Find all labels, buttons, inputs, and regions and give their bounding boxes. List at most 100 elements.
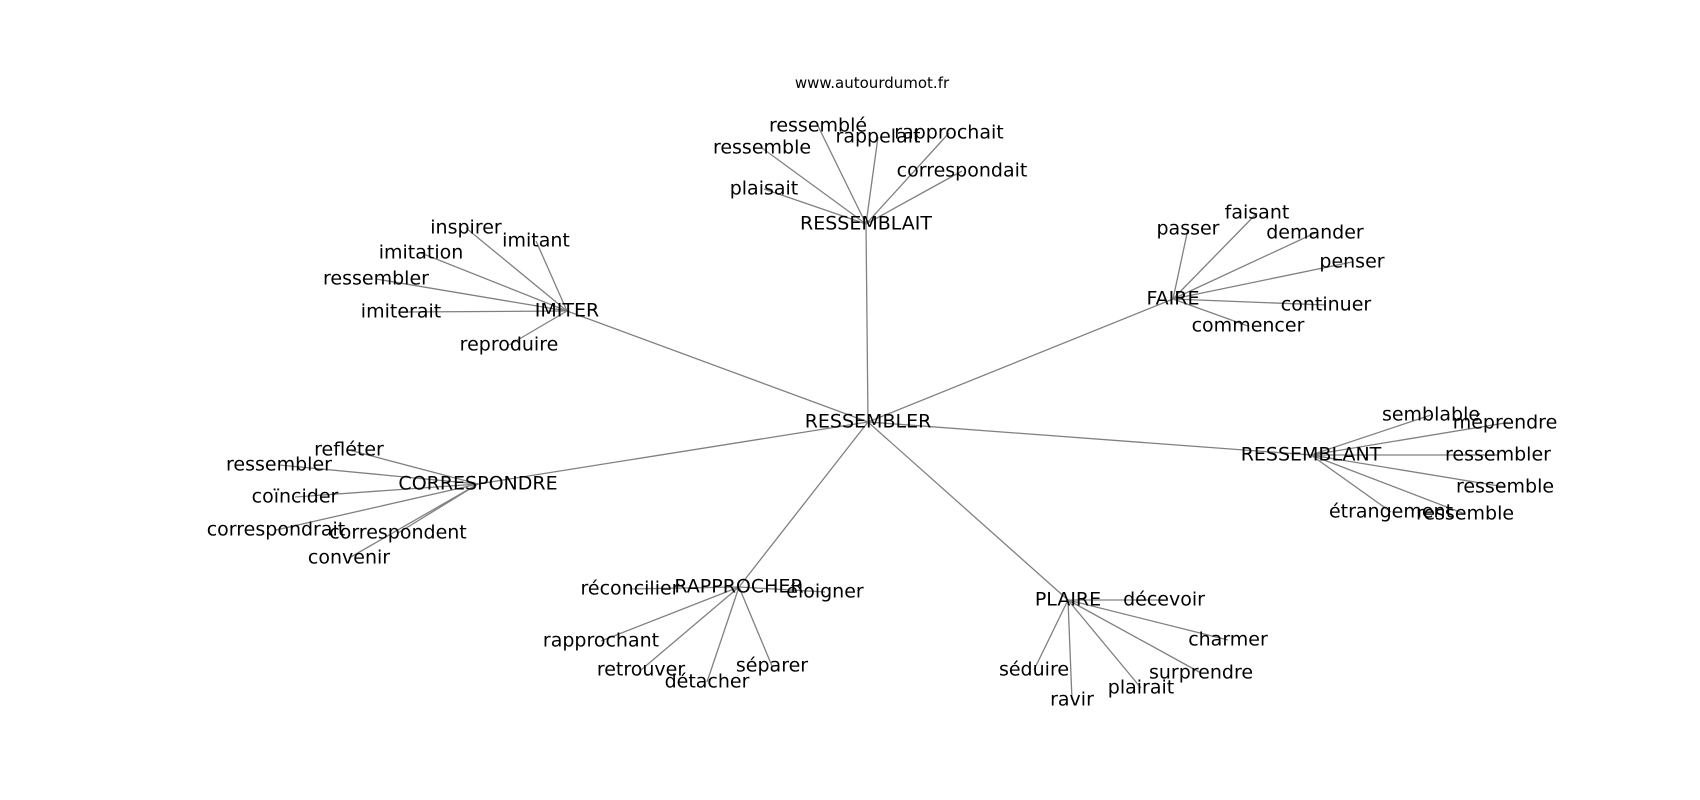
edge-hub-to-leaf bbox=[865, 132, 950, 225]
edge-hub-to-leaf bbox=[738, 586, 826, 593]
edge-hub-to-leaf bbox=[865, 170, 963, 225]
leaf-node-label: ressembler bbox=[1445, 444, 1551, 466]
edge-hub-to-leaf bbox=[1067, 599, 1142, 689]
leaf-node-label: charmer bbox=[1188, 629, 1268, 651]
edge-hub-to-leaf bbox=[1310, 454, 1466, 515]
leaf-node-label: semblable bbox=[1382, 404, 1480, 426]
source-label: www.autourdumot.fr bbox=[795, 74, 950, 92]
edge-hub-to-leaf bbox=[1172, 261, 1353, 300]
leaf-node-label: rapprochant bbox=[543, 630, 659, 652]
leaf-node-label: méprendre bbox=[1453, 412, 1558, 434]
edge-hub-to-leaf bbox=[420, 252, 568, 312]
edge-hub-to-leaf bbox=[465, 227, 568, 312]
leaf-node-label: imitation bbox=[379, 242, 464, 264]
leaf-node-label: retrouver bbox=[597, 659, 686, 681]
edge-hub-to-leaf bbox=[348, 483, 479, 559]
leaf-node-label: refléter bbox=[314, 439, 384, 461]
edge-hub-to-leaf bbox=[1172, 212, 1258, 300]
edge-hub-to-leaf bbox=[400, 310, 568, 313]
edge-hub-to-leaf bbox=[275, 483, 479, 531]
edge-hub-to-leaf bbox=[761, 147, 867, 225]
leaf-node-label: demander bbox=[1266, 222, 1364, 244]
edge-hub-to-leaf bbox=[763, 188, 867, 225]
edge-root-to-hub bbox=[867, 421, 1312, 456]
graph-labels: RESSEMBLERRESSEMBLAITressemblérappelaitr… bbox=[207, 115, 1558, 711]
leaf-node-label: faisant bbox=[1225, 202, 1290, 224]
hub-node-label: FAIRE bbox=[1147, 288, 1200, 310]
edge-hub-to-leaf bbox=[1310, 454, 1506, 488]
edge-hub-to-leaf bbox=[706, 586, 740, 683]
hub-node-label: RESSEMBLAIT bbox=[800, 213, 932, 235]
edge-hub-to-leaf bbox=[1310, 414, 1432, 456]
leaf-node-label: coïncider bbox=[252, 486, 339, 508]
leaf-node-label: ressemblé bbox=[769, 115, 867, 137]
leaf-node-label: continuer bbox=[1281, 294, 1372, 316]
edge-hub-to-leaf bbox=[1067, 599, 1073, 701]
leaf-node-label: éloigner bbox=[786, 581, 864, 603]
leaf-node-label: plaisait bbox=[730, 178, 799, 200]
edge-hub-to-leaf bbox=[1172, 232, 1316, 300]
hub-node-label: RAPPROCHER bbox=[674, 576, 803, 598]
edge-hub-to-leaf bbox=[1172, 298, 1327, 306]
leaf-node-label: ressembler bbox=[226, 454, 332, 476]
hub-node-label: CORRESPONDRE bbox=[398, 473, 557, 495]
edge-hub-to-leaf bbox=[1172, 228, 1189, 300]
edge-hub-to-leaf bbox=[1310, 422, 1506, 456]
leaf-node-label: ressemble bbox=[1456, 476, 1554, 498]
leaf-node-label: étrangement bbox=[1329, 501, 1453, 523]
edge-hub-to-leaf bbox=[1310, 454, 1392, 513]
leaf-node-label: plairait bbox=[1108, 677, 1174, 699]
leaf-node-label: reproduire bbox=[460, 334, 559, 356]
leaf-node-label: rapprochait bbox=[894, 122, 1003, 144]
leaf-node-label: rappelait bbox=[836, 126, 921, 148]
edge-hub-to-leaf bbox=[1067, 599, 1202, 674]
edge-root-to-hub bbox=[867, 421, 1069, 601]
leaf-node-label: correspondrait bbox=[207, 519, 346, 541]
edge-hub-to-leaf bbox=[1067, 599, 1229, 641]
leaf-node-label: séduire bbox=[999, 659, 1069, 681]
edge-root-to-hub bbox=[738, 421, 869, 588]
hub-node-label: RESSEMBLANT bbox=[1241, 444, 1382, 466]
edge-hub-to-leaf bbox=[1172, 298, 1249, 327]
edge-hub-to-leaf bbox=[600, 586, 740, 642]
leaf-node-label: imiterait bbox=[361, 301, 441, 323]
leaf-node-label: séparer bbox=[736, 655, 808, 677]
edge-hub-to-leaf bbox=[1033, 599, 1069, 671]
leaf-node-label: réconcilier bbox=[581, 578, 680, 600]
edge-hub-to-leaf bbox=[640, 586, 740, 671]
leaf-node-label: surprendre bbox=[1149, 662, 1253, 684]
leaf-node-label: ressembler bbox=[323, 268, 429, 290]
hub-node-label: PLAIRE bbox=[1035, 589, 1101, 611]
edge-root-to-hub bbox=[477, 421, 869, 485]
leaf-node-label: convenir bbox=[308, 547, 390, 569]
leaf-node-label: ressemble bbox=[713, 137, 811, 159]
leaf-node-label: correspondait bbox=[897, 160, 1028, 182]
edge-hub-to-leaf bbox=[817, 125, 867, 225]
edge-hub-to-leaf bbox=[375, 278, 568, 312]
edge-hub-to-leaf bbox=[865, 136, 879, 225]
hub-node-label: IMITER bbox=[535, 300, 599, 322]
root-node-label: RESSEMBLER bbox=[805, 411, 932, 433]
edge-hub-to-leaf bbox=[278, 464, 479, 485]
graph-edges bbox=[275, 125, 1506, 701]
edge-hub-to-leaf bbox=[508, 310, 568, 346]
edge-root-to-hub bbox=[867, 298, 1174, 423]
leaf-node-label: détacher bbox=[665, 671, 750, 693]
leaf-node-label: ressemble bbox=[1416, 503, 1514, 525]
edge-root-to-hub bbox=[566, 310, 869, 423]
leaf-node-label: ravir bbox=[1050, 689, 1094, 711]
edge-root-to-hub bbox=[865, 223, 869, 423]
leaf-node-label: passer bbox=[1156, 218, 1219, 240]
leaf-node-label: décevoir bbox=[1123, 589, 1205, 611]
leaf-node-label: imitant bbox=[502, 230, 570, 252]
leaf-node-label: penser bbox=[1319, 251, 1384, 273]
leaf-node-label: commencer bbox=[1192, 315, 1305, 337]
edge-hub-to-leaf bbox=[294, 483, 479, 498]
edge-hub-to-leaf bbox=[348, 449, 479, 485]
edge-hub-to-leaf bbox=[629, 586, 740, 590]
leaf-node-label: correspondent bbox=[329, 522, 467, 544]
leaf-node-label: inspirer bbox=[430, 217, 502, 239]
edge-hub-to-leaf bbox=[535, 240, 568, 312]
edge-hub-to-leaf bbox=[738, 586, 773, 667]
